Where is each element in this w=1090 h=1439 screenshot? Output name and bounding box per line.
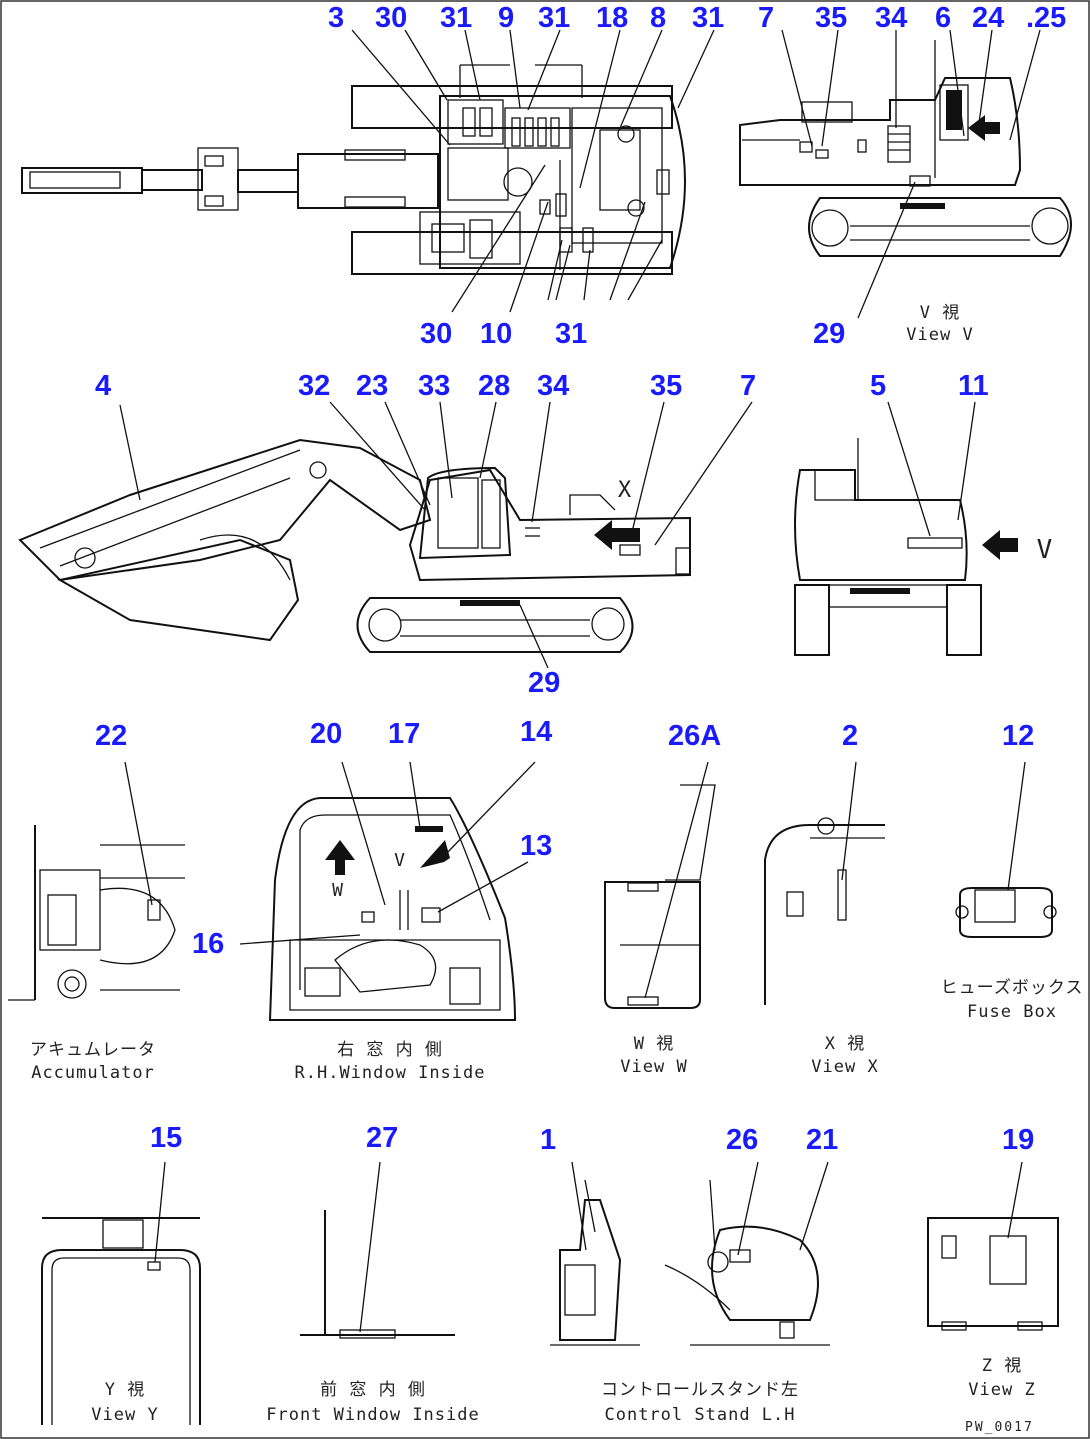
callout-22: 22 xyxy=(95,720,128,752)
callout-33: 33 xyxy=(418,370,451,402)
caption-view-z-jp: Z 視 xyxy=(981,1356,1023,1376)
callout-17: 17 xyxy=(388,718,421,750)
caption-rh-window-jp: 右 窓 内 側 xyxy=(337,1040,443,1060)
callout-20: 20 xyxy=(310,718,343,750)
callout-7: 7 xyxy=(740,370,757,402)
drawing-code: PW_0017 xyxy=(965,1420,1034,1435)
caption-fuse-box-en: Fuse Box xyxy=(967,1002,1057,1022)
callout-29: 29 xyxy=(813,318,846,350)
callout-5: 5 xyxy=(870,370,887,402)
callout-2: 2 xyxy=(842,720,859,752)
callout-31: 31 xyxy=(440,2,473,34)
caption-control-stand-jp: コントロールスタンド左 xyxy=(601,1380,799,1400)
caption-rh-window-en: R.H.Window Inside xyxy=(294,1063,486,1083)
rear-view-drawing xyxy=(794,401,1018,656)
callout-34: 34 xyxy=(875,2,908,34)
caption-control-stand-en: Control Stand L.H xyxy=(604,1405,796,1425)
view-v-drawing xyxy=(739,29,1072,319)
callout-1: 1 xyxy=(540,1124,557,1156)
window-w-label: W xyxy=(332,880,344,901)
callout-13: 13 xyxy=(520,830,553,862)
callout-28: 28 xyxy=(478,370,511,402)
callout-31: 31 xyxy=(538,2,571,34)
callout-16: 16 xyxy=(192,928,225,960)
caption-view-z-en: View Z xyxy=(968,1380,1036,1400)
caption-accumulator-en: Accumulator xyxy=(31,1063,155,1083)
caption-view-w-en: View W xyxy=(620,1057,688,1077)
callout-34: 34 xyxy=(537,370,570,402)
control-stand-drawing xyxy=(550,1161,830,1346)
side-view-drawing xyxy=(18,401,753,669)
callout-27: 27 xyxy=(366,1122,399,1154)
callout-10: 10 xyxy=(480,318,513,350)
view-w-drawing xyxy=(604,761,716,1009)
caption-view-v-en: View V xyxy=(906,325,974,345)
callout-30: 30 xyxy=(420,318,453,350)
callout-4: 4 xyxy=(95,370,112,402)
callout-19: 19 xyxy=(1002,1124,1035,1156)
caption-view-w-jp: W 視 xyxy=(633,1034,675,1054)
front-window-drawing xyxy=(300,1161,455,1339)
callout-35: 35 xyxy=(650,370,683,402)
rear-arrow-label: V xyxy=(1036,535,1054,565)
callout-25: .25 xyxy=(1026,2,1067,34)
caption-accumulator-jp: アキュムレータ xyxy=(30,1040,156,1060)
callout-29: 29 xyxy=(528,667,561,699)
view-y-drawing xyxy=(41,1161,201,1425)
callout-14: 14 xyxy=(520,716,553,748)
caption-view-x-jp: X 視 xyxy=(824,1034,866,1054)
accumulator-drawing xyxy=(8,761,185,1001)
caption-view-x-en: View X xyxy=(811,1057,879,1077)
caption-view-y-jp: Y 視 xyxy=(104,1380,146,1400)
callout-18: 18 xyxy=(596,2,629,34)
callout-32: 32 xyxy=(298,370,331,402)
view-z-drawing xyxy=(927,1161,1059,1331)
rh-window-drawing xyxy=(239,761,536,1021)
callout-26A: 26A xyxy=(668,720,722,752)
callout-23: 23 xyxy=(356,370,389,402)
callout-12: 12 xyxy=(1002,720,1035,752)
callout-15: 15 xyxy=(150,1122,183,1154)
callout-26: 26 xyxy=(726,1124,759,1156)
top-plan-leaders xyxy=(351,29,715,313)
callout-6: 6 xyxy=(935,2,952,34)
window-v-label: V xyxy=(394,850,406,871)
callout-21: 21 xyxy=(806,1124,839,1156)
callout-8: 8 xyxy=(650,2,667,34)
caption-front-window-jp: 前 窓 内 側 xyxy=(320,1380,426,1400)
callout-31: 31 xyxy=(555,318,588,350)
callout-7: 7 xyxy=(758,2,775,34)
top-plan-drawing xyxy=(21,64,686,275)
caption-front-window-en: Front Window Inside xyxy=(266,1405,480,1425)
side-x-label: X xyxy=(617,478,633,503)
fuse-box-drawing xyxy=(955,761,1057,938)
callout-31: 31 xyxy=(692,2,725,34)
caption-fuse-box-jp: ヒューズボックス xyxy=(940,978,1084,998)
view-x-drawing xyxy=(764,761,885,1005)
callout-11: 11 xyxy=(958,370,989,402)
callout-30: 30 xyxy=(375,2,408,34)
callout-24: 24 xyxy=(972,2,1005,34)
caption-view-y-en: View Y xyxy=(91,1405,159,1425)
callout-35: 35 xyxy=(815,2,848,34)
caption-view-v-jp: V 視 xyxy=(919,303,961,323)
callout-9: 9 xyxy=(498,2,515,34)
callout-3: 3 xyxy=(328,2,345,34)
